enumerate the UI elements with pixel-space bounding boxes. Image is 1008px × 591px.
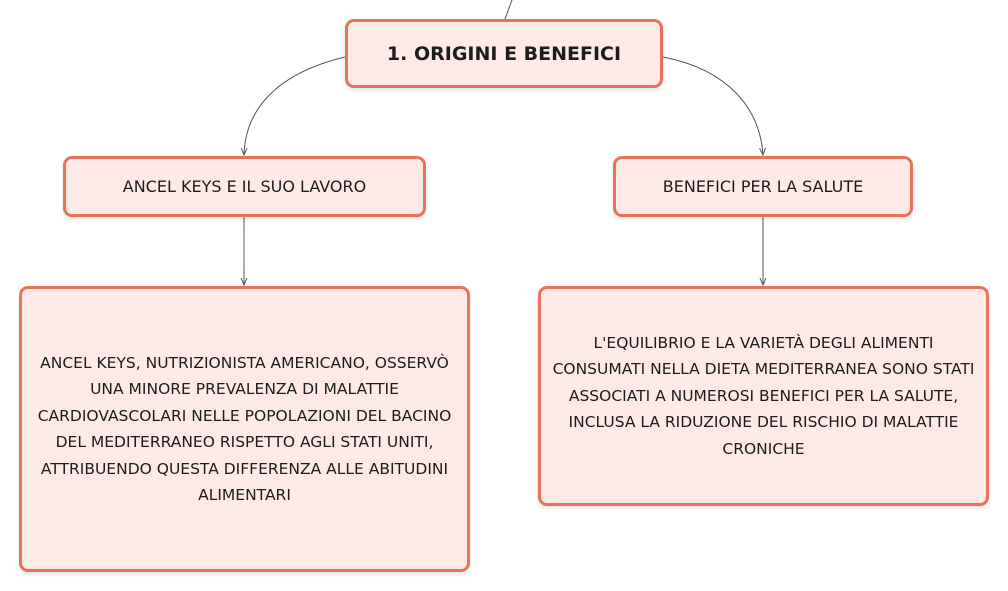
detail-node-text: L'EQUILIBRIO E LA VARIETÀ DEGLI ALIMENTI… xyxy=(552,333,975,458)
branch-node-label: BENEFICI PER LA SALUTE xyxy=(662,177,864,196)
connector-root-to-left-branch xyxy=(244,56,346,155)
incoming-connector xyxy=(504,0,513,20)
connector-root-to-right-branch xyxy=(662,56,763,155)
detail-node-ancel-keys[interactable]: ANCEL KEYS, NUTRIZIONISTA AMERICANO, OSS… xyxy=(19,286,470,572)
root-node-label: 1. ORIGINI E BENEFICI xyxy=(386,42,622,65)
branch-node-health-benefits[interactable]: BENEFICI PER LA SALUTE xyxy=(613,156,913,217)
detail-node-text: ANCEL KEYS, NUTRIZIONISTA AMERICANO, OSS… xyxy=(37,353,452,505)
root-node[interactable]: 1. ORIGINI E BENEFICI xyxy=(345,19,663,88)
detail-node-health-benefits[interactable]: L'EQUILIBRIO E LA VARIETÀ DEGLI ALIMENTI… xyxy=(538,286,989,506)
branch-node-label: ANCEL KEYS E IL SUO LAVORO xyxy=(122,177,367,196)
branch-node-ancel-keys[interactable]: ANCEL KEYS E IL SUO LAVORO xyxy=(63,156,426,217)
